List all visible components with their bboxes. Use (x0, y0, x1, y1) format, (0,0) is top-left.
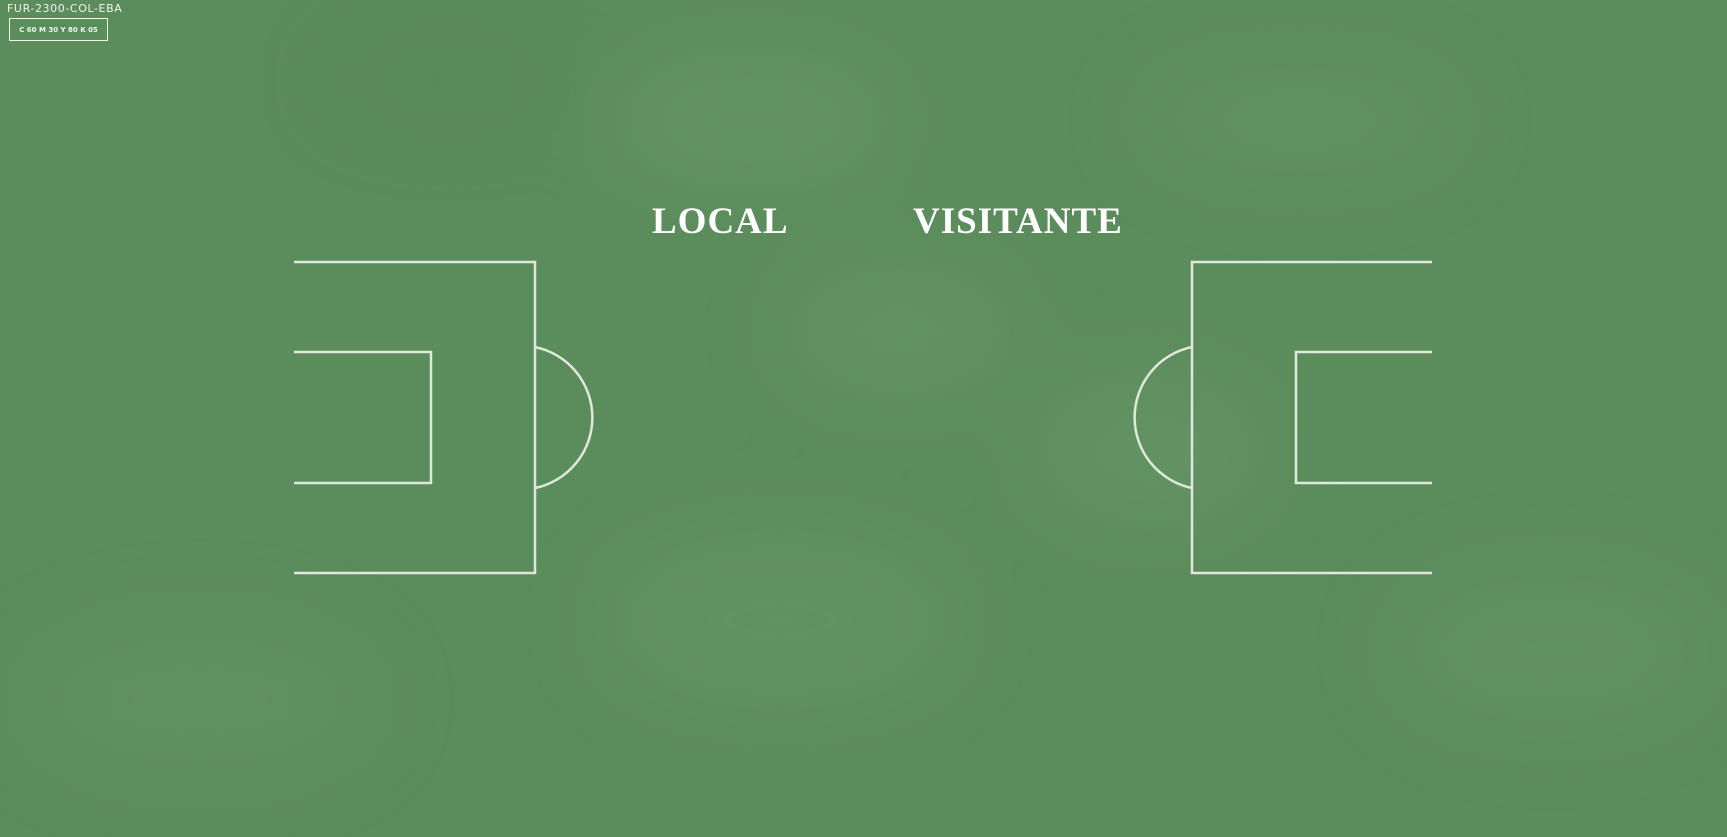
right-goal-area (1294, 350, 1432, 485)
left-goal-area (294, 350, 433, 485)
right-penalty-arc (1133, 345, 1193, 490)
product-code: FUR-2300-COL-EBA (7, 2, 123, 15)
left-penalty-arc (534, 345, 594, 490)
color-spec-text: C 60 M 30 Y 80 K 05 (19, 25, 98, 34)
right-penalty-area (1190, 260, 1432, 575)
away-team-label: VISITANTE (913, 201, 1123, 242)
left-penalty-area (294, 260, 537, 575)
color-spec-box: C 60 M 30 Y 80 K 05 (9, 18, 108, 41)
home-team-label: LOCAL (652, 201, 789, 242)
